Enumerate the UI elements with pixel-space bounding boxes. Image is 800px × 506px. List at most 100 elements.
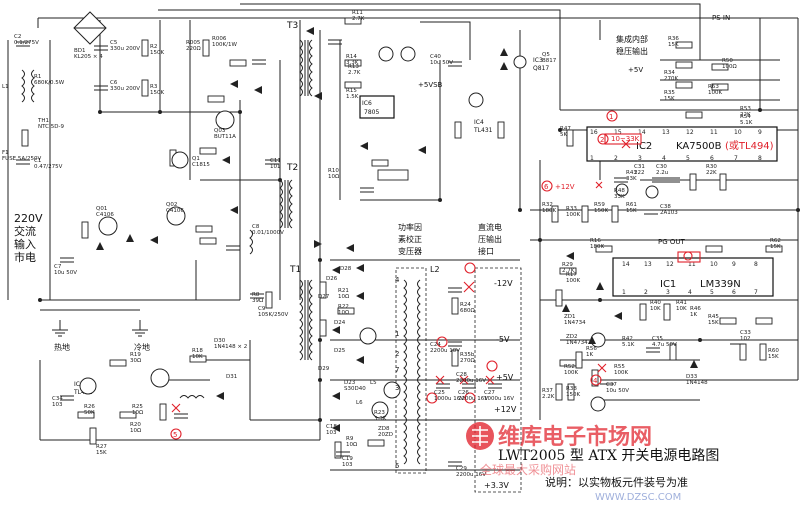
callout-1: [606, 110, 618, 122]
callout-4: [590, 374, 602, 386]
output-labels: -12V -5V +5V +12V +3.3V 4 1 2 7 3 5: [395, 276, 517, 490]
svg-text:Q817: Q817: [533, 65, 549, 72]
svg-text:L2: L2: [430, 265, 440, 274]
svg-text:8: 8: [758, 155, 762, 162]
svg-text:KA7500B: KA7500B: [676, 141, 722, 152]
resistor-glyphs: [21, 17, 783, 459]
capacitor-glyphs: [16, 39, 744, 467]
svg-text:4: 4: [395, 276, 400, 284]
component-label-d31: D31: [226, 374, 237, 380]
svg-text:5: 5: [173, 431, 177, 439]
svg-text:16: 16: [590, 129, 598, 136]
svg-text:(或TL494): (或TL494): [725, 140, 774, 152]
svg-text:10: 10: [734, 129, 742, 136]
mains-input-label: 220V 交流 输入 市电: [14, 212, 46, 264]
coil-t2-sec: [249, 229, 253, 255]
plus5v-label: +5V: [628, 66, 643, 74]
svg-text:9: 9: [758, 129, 762, 136]
svg-text:12: 12: [666, 261, 674, 268]
svg-text:15: 15: [614, 129, 622, 136]
svg-text:7805: 7805: [364, 109, 379, 116]
component-label-d24: D24: [334, 320, 346, 326]
svg-text:6: 6: [710, 155, 714, 162]
svg-text:T2: T2: [286, 163, 298, 173]
ic2-pin-labels: 1 2 3 4 5 6 7 8 16 15 14 13 12 11 10 9: [590, 129, 762, 162]
component-label-d27: D27: [318, 294, 330, 300]
callout-2: [597, 133, 609, 145]
ground-symbols: [52, 329, 148, 337]
ic4-block: IC4 TL431: [473, 119, 493, 134]
component-label-l6: L6: [356, 400, 363, 406]
component-label-d25: D25: [334, 348, 346, 354]
component-label-l1: L1: [2, 84, 9, 90]
page-title: LWT2005 型 ATX 开关电源电路图: [498, 448, 719, 464]
dc-output-label: 直流电 压输出 接口: [478, 222, 505, 256]
component-label-d29: D29: [318, 366, 330, 372]
svg-text:4: 4: [688, 289, 692, 296]
inductor-l2: L2: [403, 265, 440, 465]
svg-text:2: 2: [644, 289, 648, 296]
svg-text:6: 6: [732, 289, 736, 296]
transistor-glyphs: [79, 46, 659, 419]
svg-text:13: 13: [644, 261, 652, 268]
diode-glyphs: [96, 27, 698, 432]
watermark-slogan: 全球最大采购网站: [480, 462, 576, 477]
svg-text:IC1: IC1: [660, 279, 676, 290]
callout-5e: [486, 360, 498, 372]
watermark-brand: 维库电子市场网: [498, 424, 652, 450]
watermark: 维库电子市场网 全球最大采购网站 WWW.DZSC.COM: [466, 422, 681, 503]
junction-dots: [38, 108, 800, 422]
ic6-block: IC6 7805: [359, 95, 395, 119]
pfc-transformer-box: [395, 267, 427, 474]
svg-text:IC5: IC5: [74, 381, 84, 388]
svg-text:IC6: IC6: [362, 100, 372, 107]
svg-text:5: 5: [686, 155, 690, 162]
section-labels: 220V 交流 输入 市电 热地 冷地 功率因 素校正 变压器 直流电 压输出 …: [14, 14, 730, 352]
svg-text:7: 7: [734, 155, 738, 162]
svg-text:14: 14: [622, 261, 630, 268]
